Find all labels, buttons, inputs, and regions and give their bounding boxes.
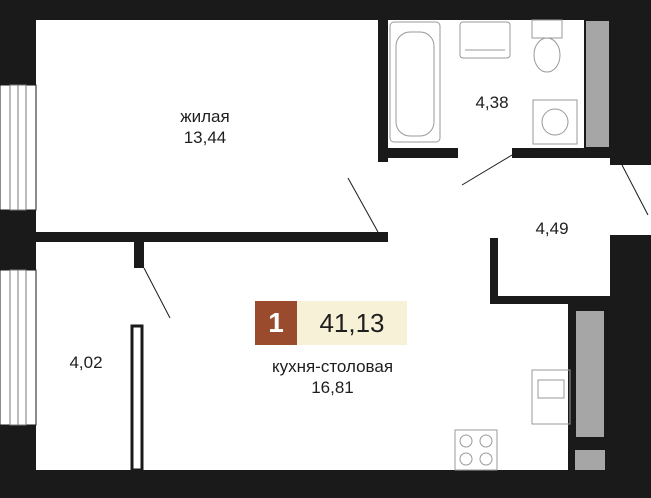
bottom-wall: [0, 470, 651, 498]
bathroom-label: 4,38: [462, 92, 522, 113]
kitchen-area: 16,81: [311, 378, 354, 398]
kitchen-sink-icon: [531, 369, 571, 425]
balcony-partition: [130, 324, 144, 472]
bathtub-icon: [389, 21, 441, 143]
hall-label: 4,49: [522, 218, 582, 239]
kitchen-label: кухня-столовая 16,81: [250, 356, 415, 399]
top-wall: [0, 0, 651, 20]
shaft-block-lower: [574, 309, 606, 439]
left-wall-middle: [0, 210, 36, 270]
right-wall-upper: [610, 0, 651, 165]
living-room-label: жилая 13,44: [160, 106, 250, 149]
shaft-block-bottom: [575, 450, 605, 470]
balcony-area: 4,02: [69, 353, 103, 372]
hall-area: 4,49: [535, 219, 569, 238]
living-room-area: 13,44: [183, 128, 227, 148]
total-area: 41,13: [297, 301, 407, 345]
balcony-wall-stub: [134, 232, 144, 268]
kitchen-name: кухня-столовая: [271, 357, 394, 376]
bathtub-inner: [395, 31, 435, 137]
living-kitchen-wall: [36, 232, 388, 242]
bathroom-bottom-wall-left: [378, 148, 458, 158]
left-windows: [0, 84, 37, 426]
rooms-count: 1: [255, 301, 297, 345]
right-wall-lower: [610, 235, 651, 498]
washing-machine-icon: [532, 99, 578, 145]
balcony-label: 4,02: [56, 352, 116, 373]
door-swings: [143, 154, 649, 319]
bathroom-bottom-wall-right: [512, 148, 622, 158]
stove-icon: [454, 429, 498, 471]
sink-icon: [459, 21, 511, 59]
left-wall-upper: [0, 0, 36, 85]
bathroom-fixtures: [389, 19, 578, 145]
apartment-badge: 1 41,13: [255, 301, 407, 345]
hall-wall-vertical: [490, 238, 498, 304]
toilet-icon: [531, 19, 563, 39]
hall-wall-horizontal: [490, 296, 610, 304]
living-room-name: жилая: [180, 107, 230, 126]
bathroom-area: 4,38: [475, 93, 509, 112]
kitchen-fixtures: [454, 369, 571, 471]
bathroom-left-wall: [378, 20, 388, 162]
shaft-block-upper: [584, 19, 611, 149]
